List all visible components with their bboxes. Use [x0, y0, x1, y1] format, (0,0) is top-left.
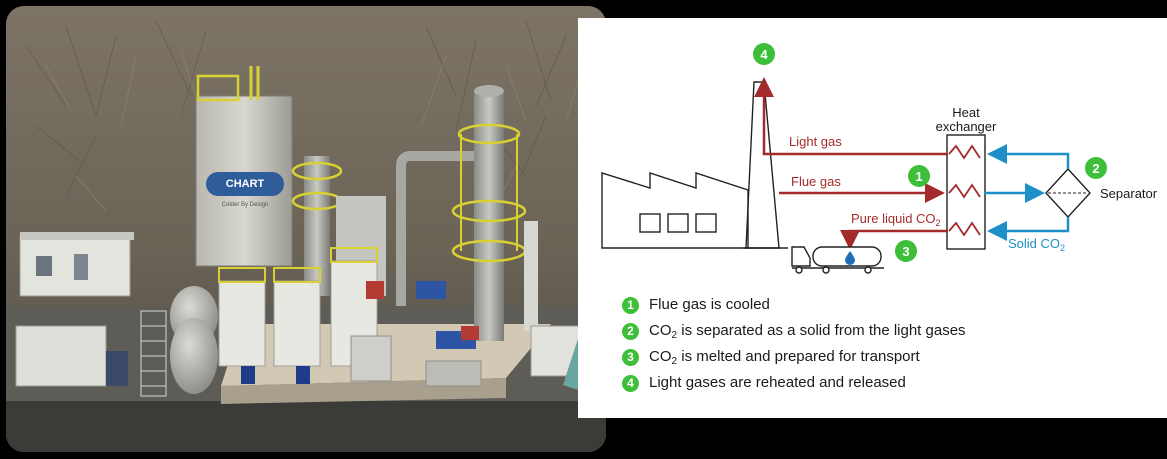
step-legend: 1 Flue gas is cooled 2 CO2 is separated …: [622, 292, 966, 396]
process-flow-svg: Heat exchanger Separator Light gas Flue …: [601, 43, 1158, 274]
legend-text: CO2 is separated as a solid from the lig…: [649, 321, 966, 341]
light-gas-flow: [754, 77, 948, 156]
chimney-icon: [743, 81, 788, 249]
solid-co2-label: Solid CO2: [1008, 236, 1065, 253]
sign-brand: CHART: [226, 178, 265, 190]
legend-number-badge: 1: [622, 296, 639, 314]
flue-gas-label: Flue gas: [791, 174, 841, 189]
step-marker-1: 1: [908, 165, 930, 187]
process-diagram: Heat exchanger Separator Light gas Flue …: [578, 18, 1167, 418]
svg-text:3: 3: [902, 244, 909, 259]
heat-exchanger-label-line1: Heat: [952, 105, 980, 120]
legend-text: CO2 is melted and prepared for transport: [649, 347, 920, 367]
legend-item: 2 CO2 is separated as a solid from the l…: [622, 318, 966, 344]
light-gas-label: Light gas: [789, 134, 842, 149]
liquid-drop-icon: [845, 251, 855, 265]
legend-text: Flue gas is cooled: [649, 295, 770, 313]
legend-number-badge: 4: [622, 374, 639, 392]
tanker-truck-icon: [791, 246, 884, 274]
heat-exchanger-label-line2: exchanger: [936, 119, 997, 134]
svg-text:4: 4: [760, 47, 768, 62]
legend-number-badge: 2: [622, 322, 639, 340]
pure-liquid-co2-flow: [840, 229, 948, 250]
factory-icon: [601, 172, 749, 249]
exchanger-coils: [948, 144, 981, 237]
plant-photo-illustration: CHART Colder By Design: [6, 6, 606, 452]
legend-item: 4 Light gases are reheated and released: [622, 370, 966, 396]
pure-liquid-co2-label: Pure liquid CO2: [851, 211, 941, 228]
separator-icon: [1045, 167, 1091, 219]
separator-label: Separator: [1100, 186, 1158, 201]
solid-co2-flow: [987, 217, 1070, 241]
plant-photo: CHART Colder By Design: [6, 6, 606, 452]
step-marker-2: 2: [1085, 157, 1107, 179]
step-marker-3: 3: [895, 240, 917, 262]
legend-text: Light gases are reheated and released: [649, 373, 906, 391]
legend-number-badge: 3: [622, 348, 639, 366]
legend-item: 1 Flue gas is cooled: [622, 292, 966, 318]
legend-item: 3 CO2 is melted and prepared for transpo…: [622, 344, 966, 370]
step-marker-4: 4: [753, 43, 775, 65]
sign-tagline: Colder By Design: [222, 202, 269, 208]
light-gas-return-flow: [987, 144, 1070, 169]
svg-text:2: 2: [1092, 161, 1099, 176]
svg-text:1: 1: [915, 169, 922, 184]
